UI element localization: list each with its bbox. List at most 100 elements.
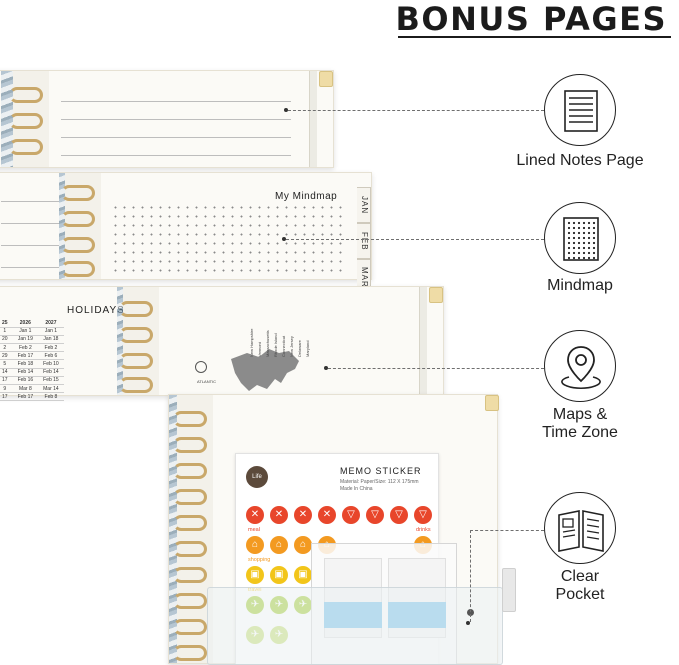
leader-line xyxy=(328,368,544,369)
drink-sticker-icon: ▽ xyxy=(366,506,384,524)
grid-dot xyxy=(577,236,581,240)
feature-circle-mindmap xyxy=(544,202,616,274)
grid-dot xyxy=(592,226,596,230)
grid-dot xyxy=(567,246,571,250)
sticker-origin: Made In China xyxy=(340,486,373,492)
page-edge xyxy=(309,71,317,167)
note-line xyxy=(61,119,291,120)
table-cell: Feb 8 xyxy=(38,392,64,402)
cart-sticker-icon: ⌂ xyxy=(294,536,312,554)
binder-ring xyxy=(119,353,153,369)
grid-dot xyxy=(567,241,571,245)
note-line xyxy=(61,155,291,156)
state-label: Delaware xyxy=(297,340,302,357)
binder-ring xyxy=(119,301,153,317)
tab-jan[interactable]: JAN xyxy=(357,187,371,223)
grid-dot xyxy=(582,256,586,260)
meal-sticker-icon: ✕ xyxy=(246,506,264,524)
holidays-title: HOLIDAYS xyxy=(67,305,125,316)
grid-dot xyxy=(582,241,586,245)
binder-ring xyxy=(173,411,207,427)
grid-dot xyxy=(587,241,591,245)
feature-circle-maps xyxy=(544,330,616,402)
binder-ring xyxy=(119,327,153,343)
binder-ring xyxy=(119,377,153,393)
gold-corner-tab xyxy=(319,71,333,87)
lined-notes-icon xyxy=(564,90,598,132)
category-shopping: shopping xyxy=(248,557,271,563)
grid-dot xyxy=(582,221,586,225)
binder-ring xyxy=(61,237,95,253)
binder-ring xyxy=(173,567,207,583)
grid-dot xyxy=(572,246,576,250)
cart-sticker-icon: ⌂ xyxy=(246,536,264,554)
table-cell: Mar 8 xyxy=(12,384,39,394)
table-cell: Feb 16 xyxy=(12,376,39,386)
feature-circle-pocket xyxy=(544,492,616,564)
mindmap-page: My Mindmap JAN FEB MAR xyxy=(0,172,372,295)
grid-dot xyxy=(572,231,576,235)
leader-line xyxy=(470,530,471,622)
feature-circle-lined xyxy=(544,74,616,146)
leader-line xyxy=(470,530,544,531)
binder-ring xyxy=(9,139,43,155)
table-cell: 14 xyxy=(0,368,13,377)
state-label: Massachusetts xyxy=(265,330,270,357)
binder-ring xyxy=(173,437,207,453)
title-underline xyxy=(398,36,671,38)
table-cell: Jan 1 xyxy=(12,327,39,336)
table-cell: Feb 14 xyxy=(12,368,39,377)
table-cell: 1 xyxy=(0,327,13,336)
drink-sticker-icon: ▽ xyxy=(414,506,432,524)
grid-dot xyxy=(592,241,596,245)
note-line xyxy=(1,201,59,202)
holidays-column-header: 25 xyxy=(0,319,13,328)
table-cell: 5 xyxy=(0,359,13,369)
leader-dot xyxy=(324,366,328,370)
table-cell: 20 xyxy=(0,335,13,345)
table-cell: Feb 14 xyxy=(38,368,64,377)
binder-ring xyxy=(9,113,43,129)
gold-corner-tab xyxy=(429,287,443,303)
grid-dot xyxy=(592,231,596,235)
note-line xyxy=(1,223,59,224)
grid-dot xyxy=(582,246,586,250)
feature-label-maps: Maps & Time Zone xyxy=(542,406,618,441)
grid-dot xyxy=(587,231,591,235)
bonus-pages-title: BONUS PAGES xyxy=(395,0,667,38)
elastic-band xyxy=(502,568,516,612)
table-cell: 9 xyxy=(0,384,13,394)
grid-dot xyxy=(587,226,591,230)
grid-dot xyxy=(582,231,586,235)
leader-dot xyxy=(282,237,286,241)
clear-pocket-page: Life MEMO STICKER Material: Paper/Size: … xyxy=(168,394,503,665)
binder-ring xyxy=(173,619,207,635)
sticker-material: Material: Paper/Size: 112 X 175mm xyxy=(340,479,419,485)
tab-feb[interactable]: FEB xyxy=(357,223,371,259)
clear-pocket[interactable] xyxy=(207,587,503,665)
binder-ring xyxy=(61,211,95,227)
table-cell: Feb 18 xyxy=(12,359,39,369)
map-pin-icon xyxy=(561,346,601,390)
sticker-title: MEMO STICKER xyxy=(340,466,422,476)
grid-dot xyxy=(572,221,576,225)
binder-ring xyxy=(173,463,207,479)
leader-dot xyxy=(284,108,288,112)
grid-dot xyxy=(572,236,576,240)
grid-dot xyxy=(592,246,596,250)
bag-sticker-icon: ▣ xyxy=(270,566,288,584)
drink-sticker-icon: ▽ xyxy=(342,506,360,524)
feature-label-pocket: Clear Pocket xyxy=(555,568,605,603)
state-label: Maryland xyxy=(305,340,310,357)
feature-label-mindmap: Mindmap xyxy=(547,277,613,294)
binder-ring xyxy=(173,489,207,505)
